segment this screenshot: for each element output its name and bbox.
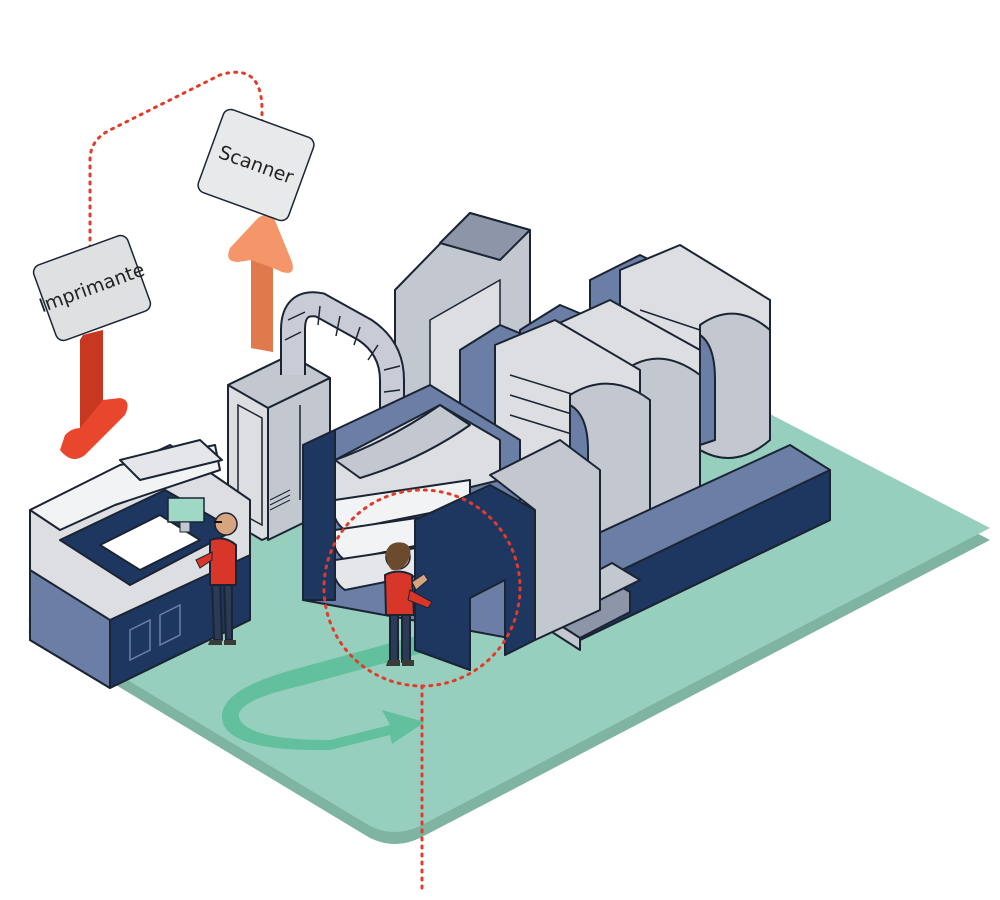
dotted-route-path	[88, 70, 522, 892]
operator-press	[384, 542, 433, 666]
prepress-station	[29, 439, 251, 689]
printer-label: Imprimante	[32, 234, 152, 342]
air-duct	[280, 291, 405, 418]
arrow-up-icon	[228, 215, 293, 352]
arrow-down-icon	[60, 330, 128, 459]
scanner-label: Scanner	[197, 108, 315, 222]
feeder-unit	[302, 384, 601, 671]
operator-prepress	[195, 512, 238, 645]
